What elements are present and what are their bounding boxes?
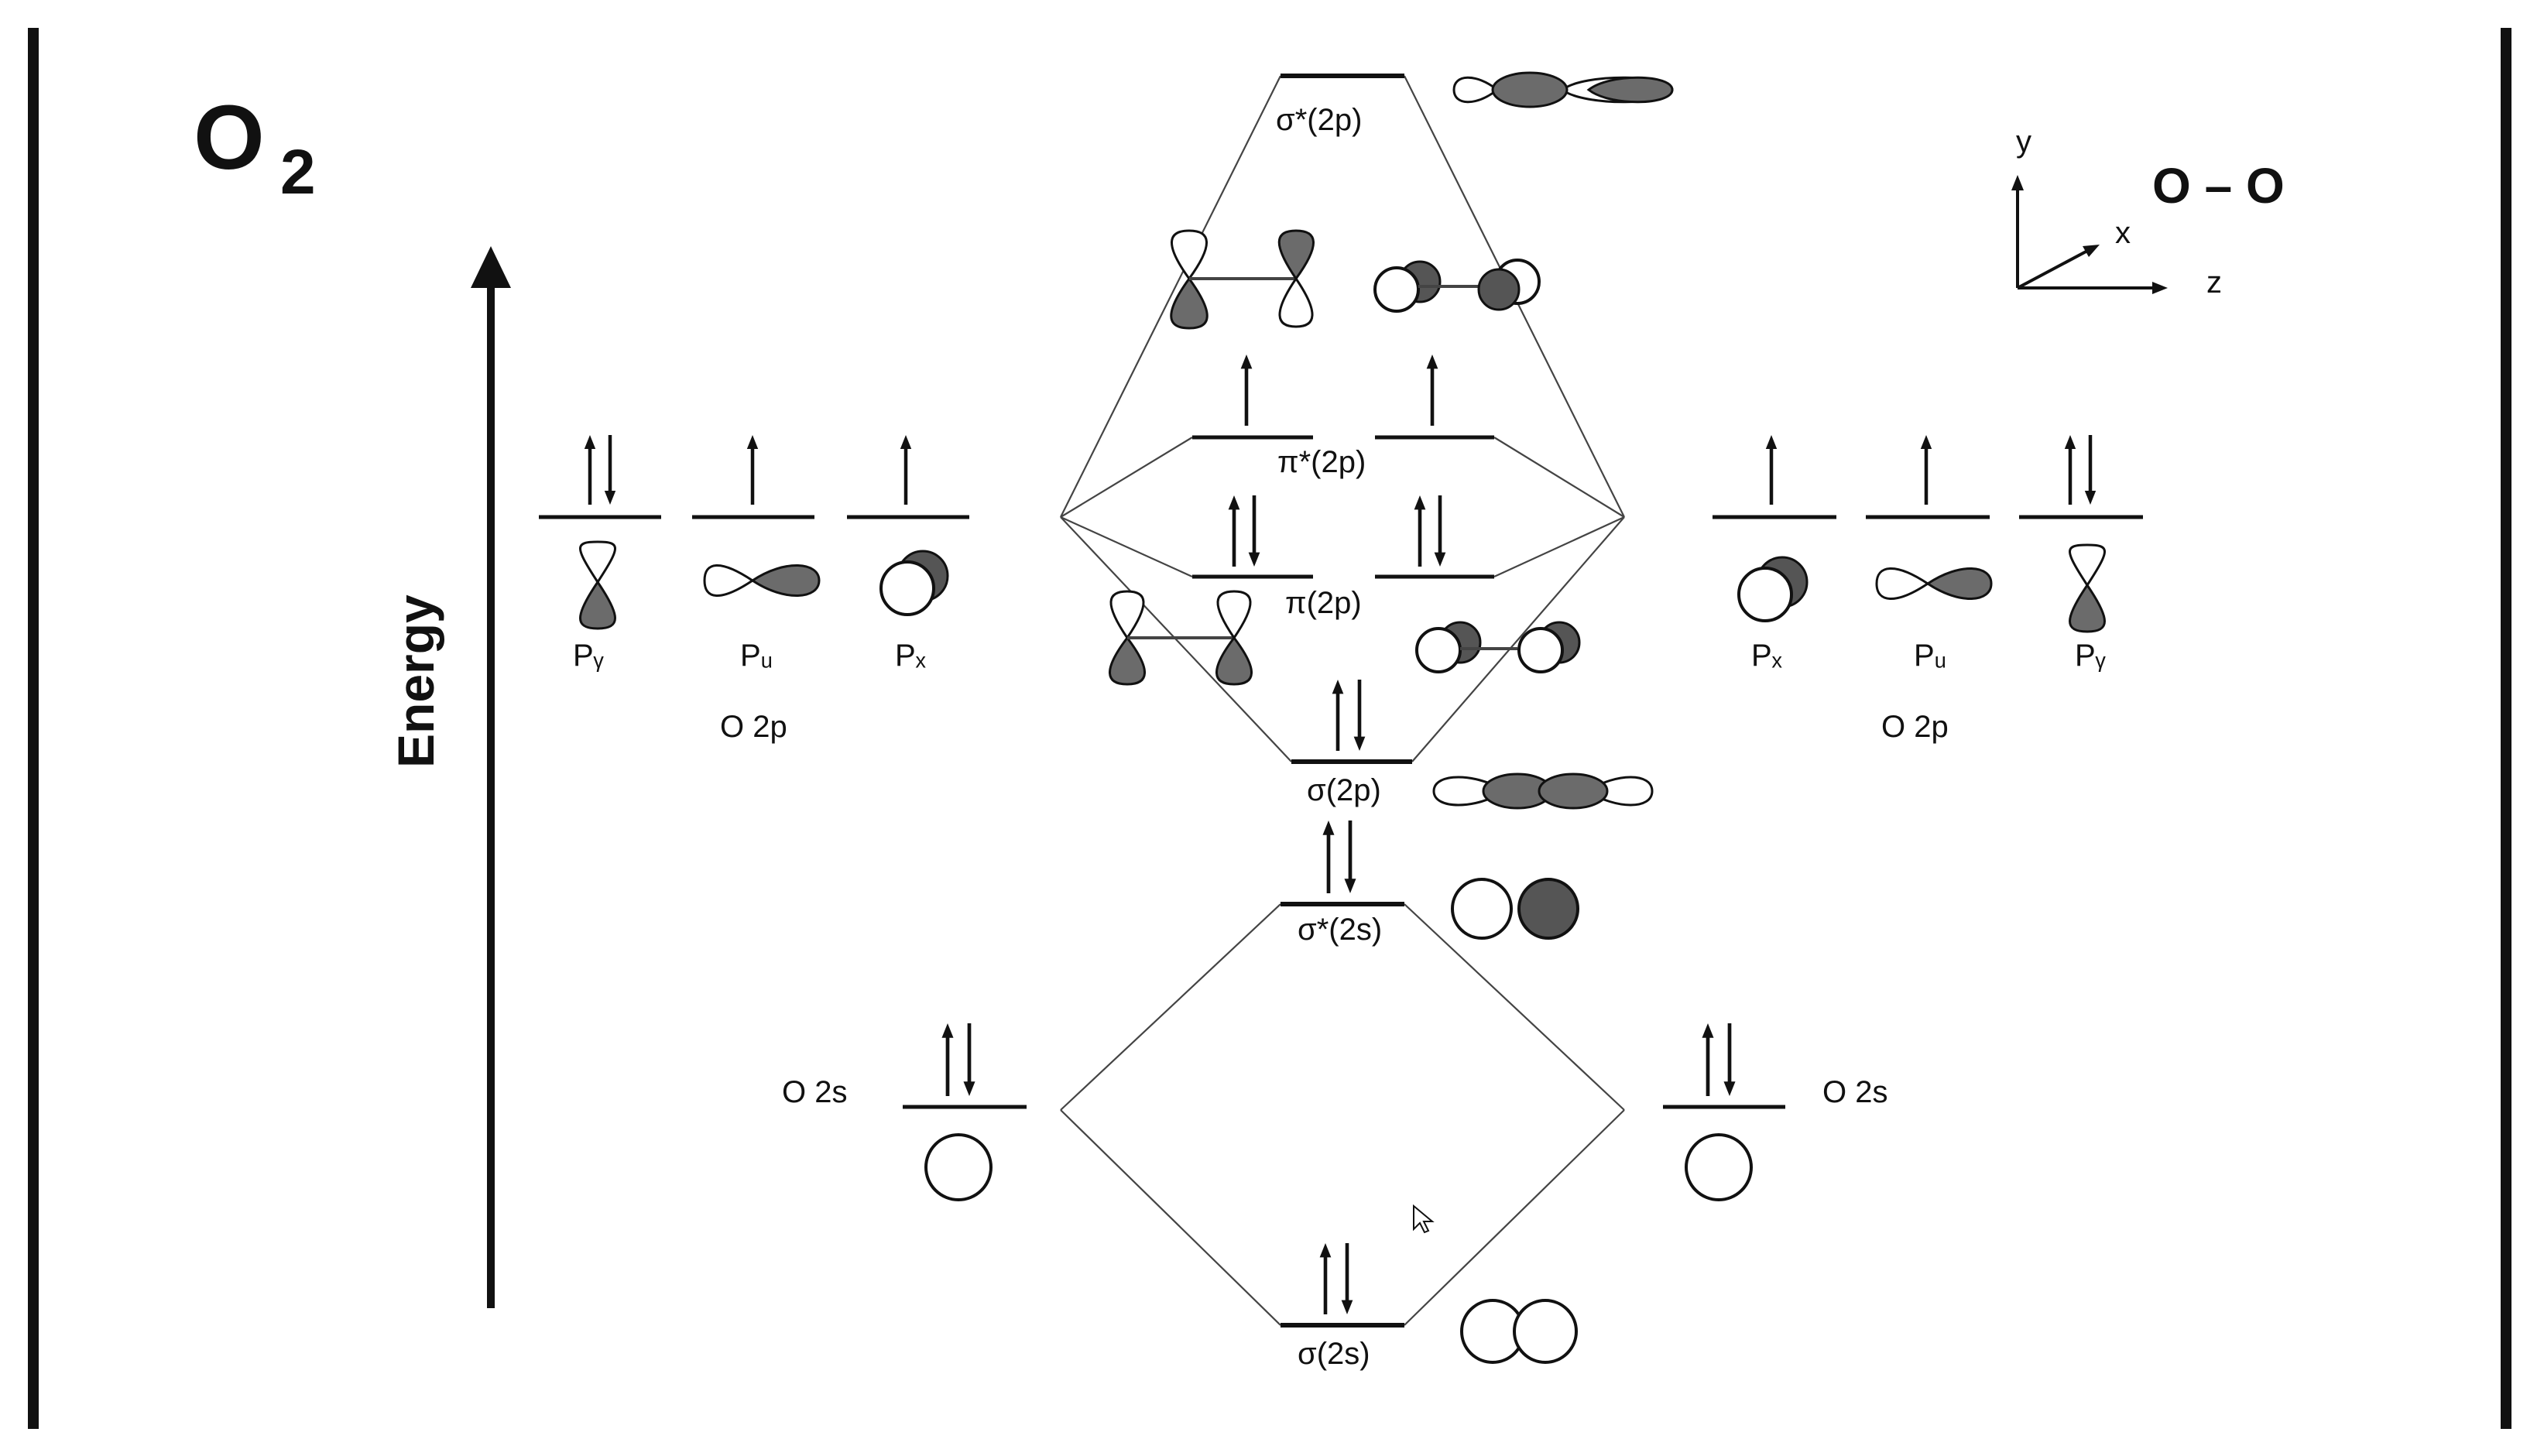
left-2s-electron-up (941, 1023, 953, 1096)
sigma-star-2p-orbital-icon (1452, 71, 1674, 108)
energy-axis-label: Energy (387, 594, 444, 768)
mo-sigma-2s-electron-up (1320, 1243, 1332, 1314)
axis-z-label: z (2206, 266, 2222, 300)
sigma-2p-orbital-icon (1432, 773, 1654, 810)
right-pz-orbital-icon (1875, 567, 1993, 600)
sigma-star-2s-orbital-icon (1451, 878, 1579, 940)
right-py-label: Pᵧ (2075, 639, 2107, 673)
pi-star-y-orbital-icon (1170, 229, 1315, 330)
right-py-electron-down (2085, 435, 2096, 505)
left-2s-label: O 2s (782, 1075, 847, 1109)
left-2p-group-label: O 2p (720, 710, 787, 744)
coordinate-axes-icon: y x z (2011, 125, 2222, 300)
right-frame-bar (2501, 28, 2511, 1429)
mo-pi-electron-2-down (1435, 495, 1446, 567)
mo-pi-electron-1-up (1229, 495, 1240, 567)
molecule-title-subscript: 2 (280, 137, 316, 207)
left-pz-label: Pᵤ (740, 639, 773, 673)
left-py-electron-down (605, 435, 615, 505)
right-2s-electron-down (1723, 1023, 1735, 1096)
right-px-electron-up (1766, 435, 1777, 505)
correlation-lines-2s (1060, 903, 1625, 1326)
mouse-cursor-icon (1413, 1205, 1433, 1233)
mo-pi-electron-1-down (1249, 495, 1260, 567)
right-px-orbital-icon (1737, 556, 1809, 622)
mo-sigma-star-2s-label: σ*(2s) (1298, 913, 1382, 947)
left-px-label: Pₓ (895, 639, 927, 673)
energy-axis-arrowhead (471, 246, 511, 288)
left-2s-orbital-icon (924, 1133, 993, 1201)
left-pz-orbital-icon (703, 564, 821, 597)
pi-y-orbital-icon (1109, 590, 1253, 686)
left-py-electron-up (585, 435, 595, 505)
right-2p-group-label: O 2p (1881, 710, 1949, 744)
right-pz-electron-up (1921, 435, 1932, 505)
right-2s-label: O 2s (1822, 1075, 1887, 1109)
left-frame-bar (28, 28, 39, 1429)
left-pz-electron-up (747, 435, 758, 505)
right-py-electron-up (2065, 435, 2076, 505)
mo-sigma-2p-electron-up (1332, 680, 1344, 751)
pi-star-x-orbital-icon (1373, 259, 1541, 313)
right-px-label: Pₓ (1751, 639, 1783, 673)
mo-sigma-2p-label: σ(2p) (1307, 773, 1381, 807)
pi-x-orbital-icon (1415, 621, 1581, 673)
right-py-orbital-icon (2069, 543, 2106, 633)
right-2s-electron-up (1702, 1023, 1713, 1096)
mo-pi-electron-2-up (1414, 495, 1426, 567)
axis-x-label: x (2115, 216, 2131, 250)
mo-sigma-2s-label: σ(2s) (1298, 1337, 1370, 1371)
axis-y-label: y (2016, 125, 2031, 159)
mo-pi-star-electron-2 (1427, 355, 1438, 426)
left-py-label: Pᵧ (573, 639, 605, 673)
left-py-orbital-icon (579, 540, 616, 630)
left-px-electron-up (900, 435, 911, 505)
mo-pi-2p-label: π(2p) (1285, 586, 1362, 620)
molecule-axis-label: O – O (2152, 158, 2285, 214)
left-2s-electron-down (963, 1023, 975, 1096)
mo-sigma-star-2s-electron-up (1322, 820, 1334, 893)
mo-sigma-2s-electron-down (1342, 1243, 1353, 1314)
left-px-orbital-icon (879, 550, 949, 616)
right-2s-orbital-icon (1685, 1133, 1753, 1201)
mo-pi-star-2p-label: π*(2p) (1277, 445, 1366, 479)
mo-sigma-star-2s-electron-down (1344, 820, 1356, 893)
sigma-2s-orbital-icon (1460, 1299, 1578, 1364)
molecule-title: O (194, 87, 265, 189)
mo-sigma-2p-electron-down (1354, 680, 1366, 751)
mo-sigma-star-2p-label: σ*(2p) (1276, 103, 1362, 137)
right-pz-label: Pᵤ (1914, 639, 1946, 673)
mo-pi-star-electron-1 (1241, 355, 1253, 426)
